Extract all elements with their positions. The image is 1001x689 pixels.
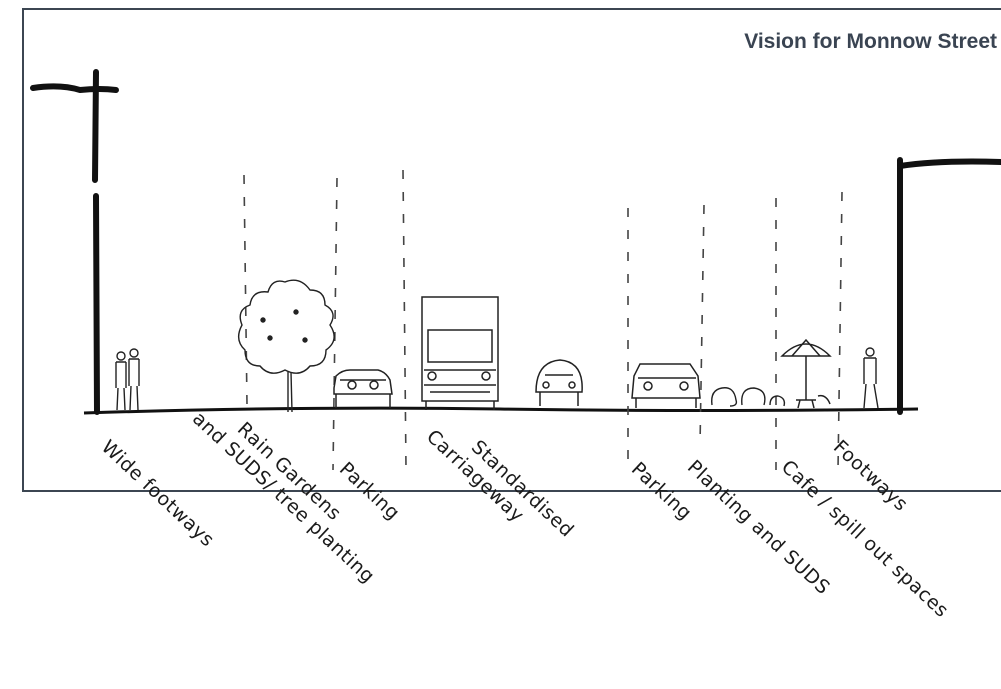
diagram-title: Vision for Monnow Street — [744, 30, 997, 53]
parked-car-right-icon — [631, 363, 701, 408]
left-building-wall — [30, 69, 119, 415]
cafe-umbrella-icon — [780, 338, 832, 409]
pedestrian-right — [863, 347, 879, 409]
bus-icon — [421, 296, 499, 410]
tree-icon — [237, 279, 335, 413]
right-building-wall — [897, 157, 1001, 415]
parked-car-left-icon — [333, 369, 393, 408]
pedestrians-left — [115, 348, 140, 411]
ground-line — [83, 406, 919, 415]
beetle-car-icon — [535, 359, 583, 406]
shrubs-icon — [711, 387, 786, 407]
diagram-frame — [22, 8, 1001, 492]
zone-dividers — [243, 169, 843, 471]
